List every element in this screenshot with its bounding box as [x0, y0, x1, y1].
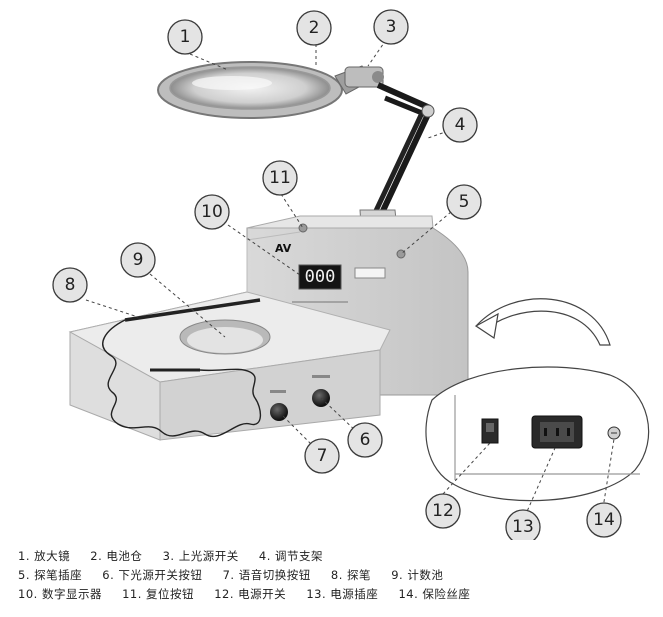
legend-item: 7. 语音切换按钮	[222, 568, 311, 582]
direction-arrow	[476, 298, 611, 346]
legend-item: 2. 电池仓	[90, 549, 143, 563]
callout-number: 3	[386, 17, 397, 37]
callout-13: 13	[505, 509, 541, 540]
parts-legend: 1. 放大镜 2. 电池仓 3. 上光源开关 4. 调节支架 5. 探笔插座 6…	[18, 547, 658, 604]
callout-14: 14	[586, 502, 622, 538]
brand-mark: AV	[275, 242, 292, 255]
legend-item: 5. 探笔插座	[18, 568, 83, 582]
callout-number: 12	[432, 501, 454, 521]
reset-button	[298, 223, 308, 233]
callout-12: 12	[425, 493, 461, 529]
legend-item: 4. 调节支架	[258, 549, 324, 563]
callout-9: 9	[120, 242, 156, 278]
legend-item: 1. 放大镜	[18, 549, 71, 563]
legend-item: 10. 数字显示器	[18, 587, 102, 601]
callout-number: 9	[133, 250, 144, 270]
callout-4: 4	[442, 107, 478, 143]
callout-number: 11	[269, 168, 291, 188]
callout-5: 5	[446, 184, 482, 220]
knob-label	[312, 375, 330, 378]
display-window	[354, 267, 386, 279]
top-light-switch	[344, 66, 384, 88]
callout-2: 2	[296, 10, 332, 46]
callout-number: 5	[459, 192, 470, 212]
knob-label	[270, 390, 286, 393]
callout-number: 14	[593, 510, 615, 530]
rear-panel-inset	[425, 366, 650, 502]
legend-item: 14. 保险丝座	[398, 587, 471, 601]
callout-3: 3	[373, 9, 409, 45]
callout-1: 1	[167, 19, 203, 55]
callout-6: 6	[347, 422, 383, 458]
legend-item: 3. 上光源开关	[162, 549, 239, 563]
callout-number: 2	[309, 18, 320, 38]
device-diagram: AV 000	[52, 9, 650, 540]
callout-number: 8	[65, 275, 76, 295]
legend-row-3: 10. 数字显示器 11. 复位按钮 12. 电源开关 13. 电源插座 14.…	[18, 585, 658, 604]
callout-number: 7	[317, 446, 328, 466]
callout-11: 11	[262, 160, 298, 196]
arrow-head	[474, 312, 499, 340]
legend-item: 13. 电源插座	[306, 587, 379, 601]
leader-lines	[85, 39, 615, 517]
legend-item: 9. 计数池	[391, 568, 444, 582]
legend-row-2: 5. 探笔插座 6. 下光源开关按钮 7. 语音切换按钮 8. 探笔 9. 计数…	[18, 566, 658, 585]
callout-7: 7	[304, 438, 340, 474]
callout-number: 1	[180, 27, 191, 47]
display-readout: 000	[305, 267, 336, 287]
callout-number: 13	[512, 517, 534, 537]
callout-number: 10	[201, 202, 223, 222]
callout-8: 8	[52, 267, 88, 303]
legend-row-1: 1. 放大镜 2. 电池仓 3. 上光源开关 4. 调节支架	[18, 547, 658, 566]
legend-item: 12. 电源开关	[214, 587, 287, 601]
callout-number: 6	[360, 430, 371, 450]
callout-10: 10	[194, 194, 230, 230]
legend-item: 8. 探笔	[330, 568, 372, 582]
callout-number: 4	[455, 115, 466, 135]
legend-item: 6. 下光源开关按钮	[102, 568, 203, 582]
magnifier	[157, 61, 373, 119]
legend-item: 11. 复位按钮	[122, 587, 195, 601]
digital-display: 000	[298, 264, 342, 290]
